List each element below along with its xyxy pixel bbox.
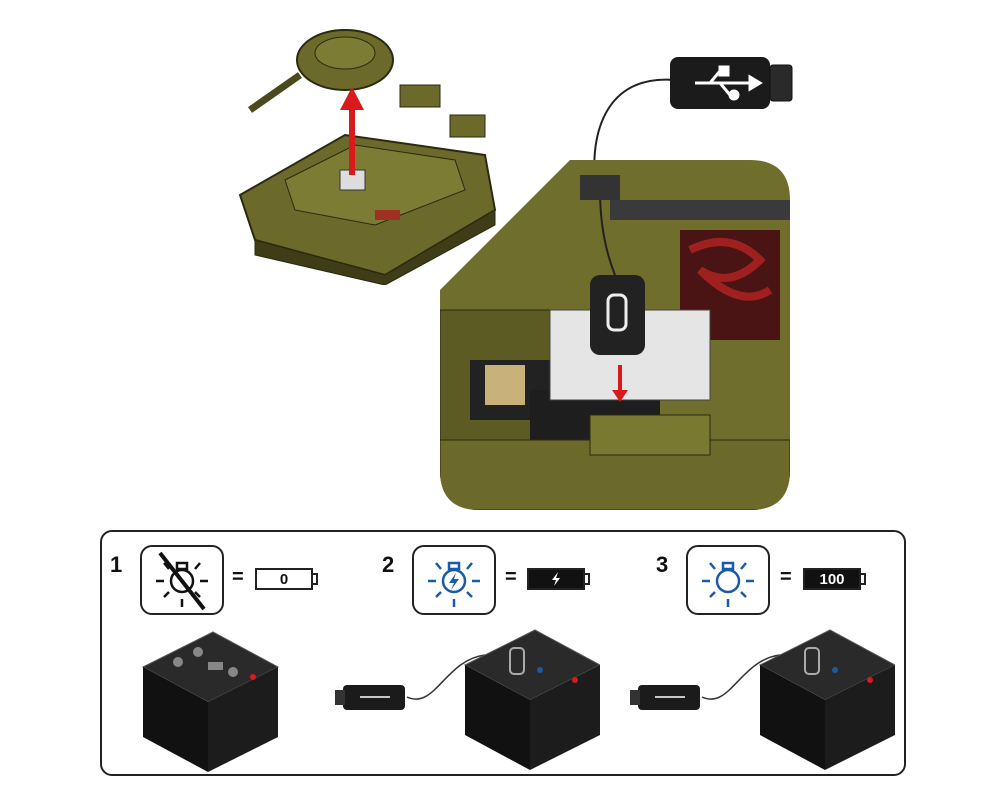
step-1-number: 1	[110, 552, 123, 577]
tank-hull	[238, 84, 497, 285]
battery-box-step-1	[141, 631, 280, 772]
battery-box-step-2	[463, 629, 600, 770]
battery-full-icon: 100	[803, 568, 866, 590]
usb-plug-step-2	[335, 629, 600, 770]
red-arrow-icon	[340, 87, 364, 175]
step-2-equals: =	[505, 566, 517, 588]
step-3-number: 3	[656, 552, 669, 577]
step-2-number: 2	[382, 552, 395, 577]
battery-level-label: 100	[803, 568, 861, 590]
step-2-icon-box	[412, 545, 496, 615]
lightning-bolt-icon	[552, 572, 560, 586]
usb-symbol-icon	[695, 65, 763, 101]
charging-instructions-panel	[100, 530, 906, 776]
usb-plug-step-3	[630, 629, 895, 770]
light-off-icon	[156, 551, 208, 611]
battery-empty-icon: 0	[255, 568, 318, 590]
battery-charging-icon	[527, 568, 590, 590]
step-3-icon-box	[686, 545, 770, 615]
step-1-equals: =	[232, 566, 244, 588]
battery-closeup-inset	[440, 160, 790, 510]
tank-illustration	[238, 29, 497, 285]
tank-turret	[247, 29, 394, 113]
light-charging-icon	[428, 561, 480, 607]
battery-level-label: 0	[255, 568, 313, 590]
battery-box-step-3	[758, 629, 895, 770]
step-1-icon-box	[140, 545, 224, 615]
step-3-equals: =	[780, 566, 792, 588]
usb-plug-illustration	[593, 57, 793, 186]
light-on-icon	[702, 561, 754, 607]
